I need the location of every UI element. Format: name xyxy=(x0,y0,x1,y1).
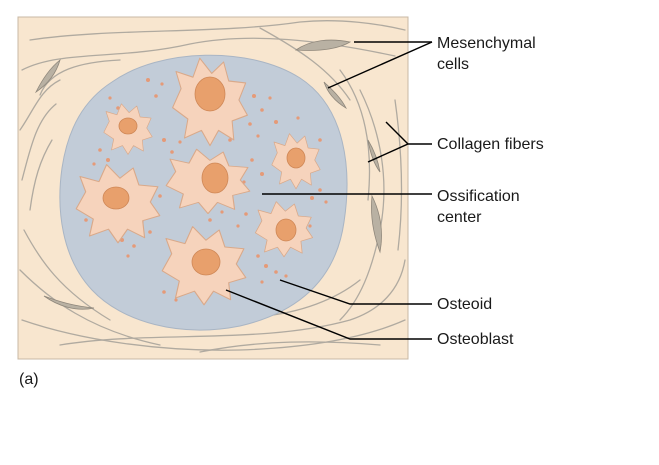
nucleus xyxy=(194,76,226,112)
mesenchymal-label-line2: cells xyxy=(437,56,470,73)
ossification-label-line1: Ossification xyxy=(437,188,520,205)
ossification-center-label: Ossification center xyxy=(437,186,520,228)
leader-collagen-2 xyxy=(385,121,409,145)
leader-osteoid xyxy=(279,279,432,305)
mesenchymal-cells xyxy=(34,39,382,310)
ossification-label-line2: center xyxy=(437,209,482,226)
collagen-fibers-label: Collagen fibers xyxy=(437,136,544,153)
nucleus xyxy=(118,117,138,135)
mesenchymal-cells-label: Mesenchymal cells xyxy=(437,33,536,75)
osteoblast-nuclei xyxy=(102,76,306,276)
leader-osteoblast xyxy=(225,289,432,340)
osteoid-label: Osteoid xyxy=(437,296,493,313)
leader-mesenchymal-2 xyxy=(327,41,433,89)
nucleus xyxy=(191,248,221,276)
osteoblast-label: Osteoblast xyxy=(437,331,514,348)
panel-label: (a) xyxy=(19,371,39,388)
leader-lines xyxy=(225,41,433,340)
nucleus xyxy=(102,186,130,210)
nucleus xyxy=(275,218,297,242)
nucleus xyxy=(286,147,306,169)
nucleus xyxy=(201,162,229,194)
mesenchymal-label-line1: Mesenchymal xyxy=(437,35,536,52)
